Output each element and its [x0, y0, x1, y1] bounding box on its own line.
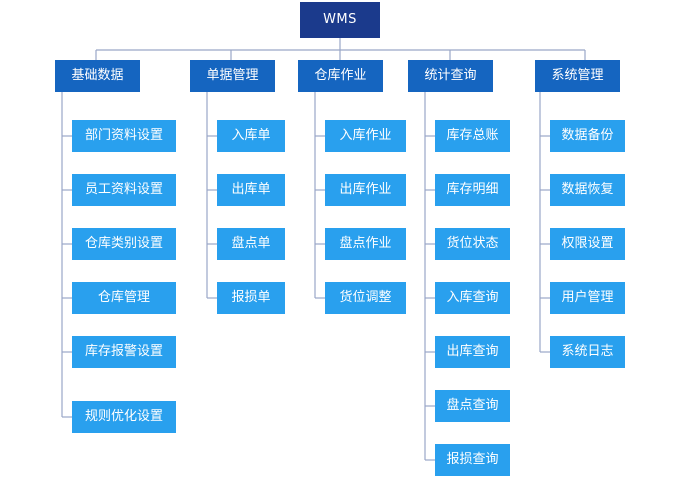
- node-leaf-system-log[interactable]: 系统日志: [550, 336, 625, 368]
- node-leaf-outbound-query[interactable]: 出库查询: [435, 336, 510, 368]
- node-leaf-inbound-document[interactable]: 入库单: [217, 120, 285, 152]
- node-leaf-inventory-detail[interactable]: 库存明细: [435, 174, 510, 206]
- node-leaf-damage-report-query[interactable]: 报损查询: [435, 444, 510, 476]
- node-leaf-employee-info-setting[interactable]: 员工资料设置: [72, 174, 176, 206]
- node-category-system-management[interactable]: 系统管理: [535, 60, 620, 92]
- node-root-wms[interactable]: WMS: [300, 2, 380, 38]
- node-leaf-data-restore[interactable]: 数据恢复: [550, 174, 625, 206]
- node-category-statistics-query[interactable]: 统计查询: [408, 60, 493, 92]
- node-category-warehouse-operation[interactable]: 仓库作业: [298, 60, 383, 92]
- node-leaf-inbound-operation[interactable]: 入库作业: [325, 120, 406, 152]
- node-leaf-stocktaking-operation[interactable]: 盘点作业: [325, 228, 406, 260]
- node-leaf-stock-alarm-setting[interactable]: 库存报警设置: [72, 336, 176, 368]
- node-leaf-damage-report-document[interactable]: 报损单: [217, 282, 285, 314]
- node-leaf-inventory-ledger[interactable]: 库存总账: [435, 120, 510, 152]
- node-leaf-warehouse-category-setting[interactable]: 仓库类别设置: [72, 228, 176, 260]
- node-leaf-outbound-document[interactable]: 出库单: [217, 174, 285, 206]
- node-leaf-location-adjustment[interactable]: 货位调整: [325, 282, 406, 314]
- node-leaf-user-management[interactable]: 用户管理: [550, 282, 625, 314]
- node-leaf-data-backup[interactable]: 数据备份: [550, 120, 625, 152]
- node-leaf-stocktaking-document[interactable]: 盘点单: [217, 228, 285, 260]
- node-leaf-location-status[interactable]: 货位状态: [435, 228, 510, 260]
- node-leaf-permission-setting[interactable]: 权限设置: [550, 228, 625, 260]
- node-leaf-inbound-query[interactable]: 入库查询: [435, 282, 510, 314]
- node-leaf-rule-optimization-setting[interactable]: 规则优化设置: [72, 401, 176, 433]
- node-category-document-management[interactable]: 单据管理: [190, 60, 275, 92]
- node-category-basic-data[interactable]: 基础数据: [55, 60, 140, 92]
- node-leaf-stocktaking-query[interactable]: 盘点查询: [435, 390, 510, 422]
- node-leaf-dept-info-setting[interactable]: 部门资料设置: [72, 120, 176, 152]
- node-leaf-warehouse-management[interactable]: 仓库管理: [72, 282, 176, 314]
- node-leaf-outbound-operation[interactable]: 出库作业: [325, 174, 406, 206]
